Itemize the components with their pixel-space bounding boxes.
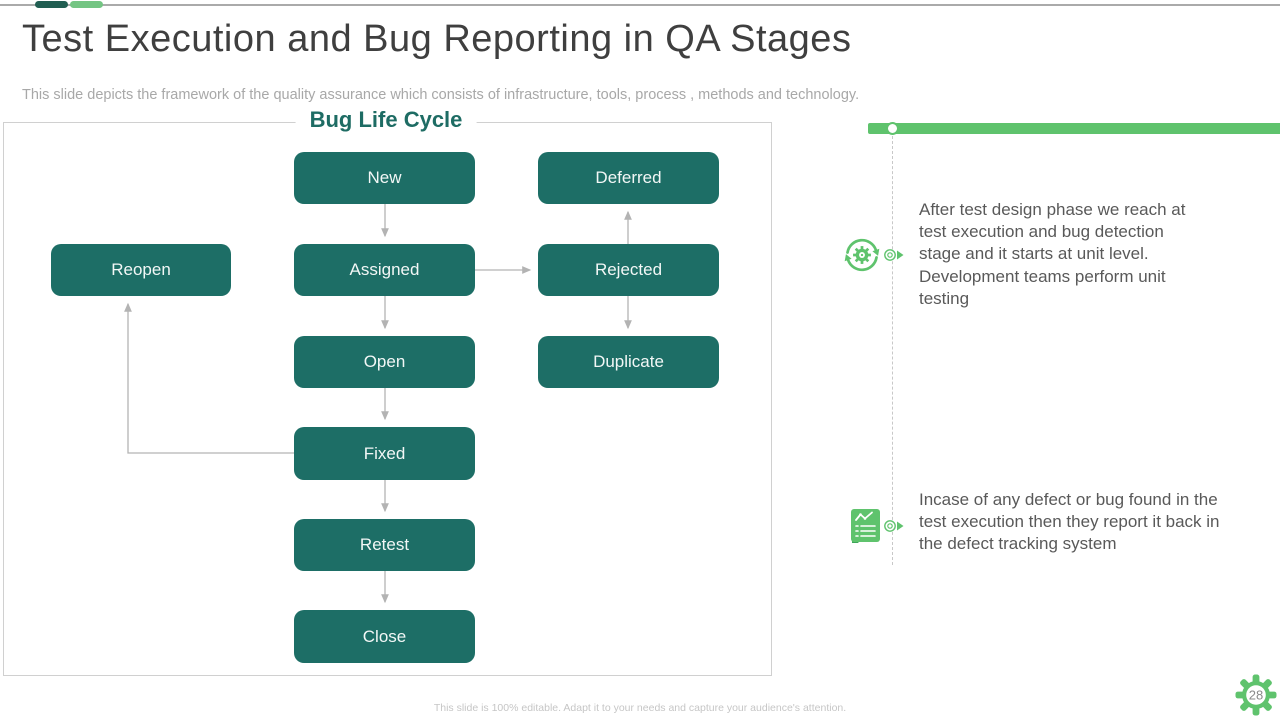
timeline-text-1: After test design phase we reach at test… [919,200,1186,308]
node-duplicate: Duplicate [538,336,719,388]
diagram-title: Bug Life Cycle [295,107,477,133]
accent-pill-green [70,1,103,8]
page-number: 28 [1249,688,1263,703]
top-divider-line [0,4,1280,6]
node-new: New [294,152,475,204]
slide-subtitle: This slide depicts the framework of the … [22,87,860,103]
timeline-bar [868,123,1280,134]
node-retest: Retest [294,519,475,571]
timeline-dashed-line [892,136,893,565]
accent-pill-teal [35,1,68,8]
timeline-start-dot [886,122,899,135]
sync-gear-icon [841,234,883,281]
bug-report-document-icon [848,507,884,550]
timeline-text-2: Incase of any defect or bug found in the… [919,490,1220,554]
node-assigned: Assigned [294,244,475,296]
node-fixed: Fixed [294,427,475,480]
footer-note: This slide is 100% editable. Adapt it to… [433,702,847,714]
node-rejected: Rejected [538,244,719,296]
bug-life-cycle-panel [3,122,772,676]
node-reopen: Reopen [51,244,231,296]
page-number-gear-icon: 28 [1233,672,1279,723]
timeline-item-marker-icon [883,247,905,268]
page-title: Test Execution and Bug Reporting in QA S… [22,18,852,60]
timeline-item-marker-icon [883,518,905,539]
node-close: Close [294,610,475,663]
node-deferred: Deferred [538,152,719,204]
node-open: Open [294,336,475,388]
